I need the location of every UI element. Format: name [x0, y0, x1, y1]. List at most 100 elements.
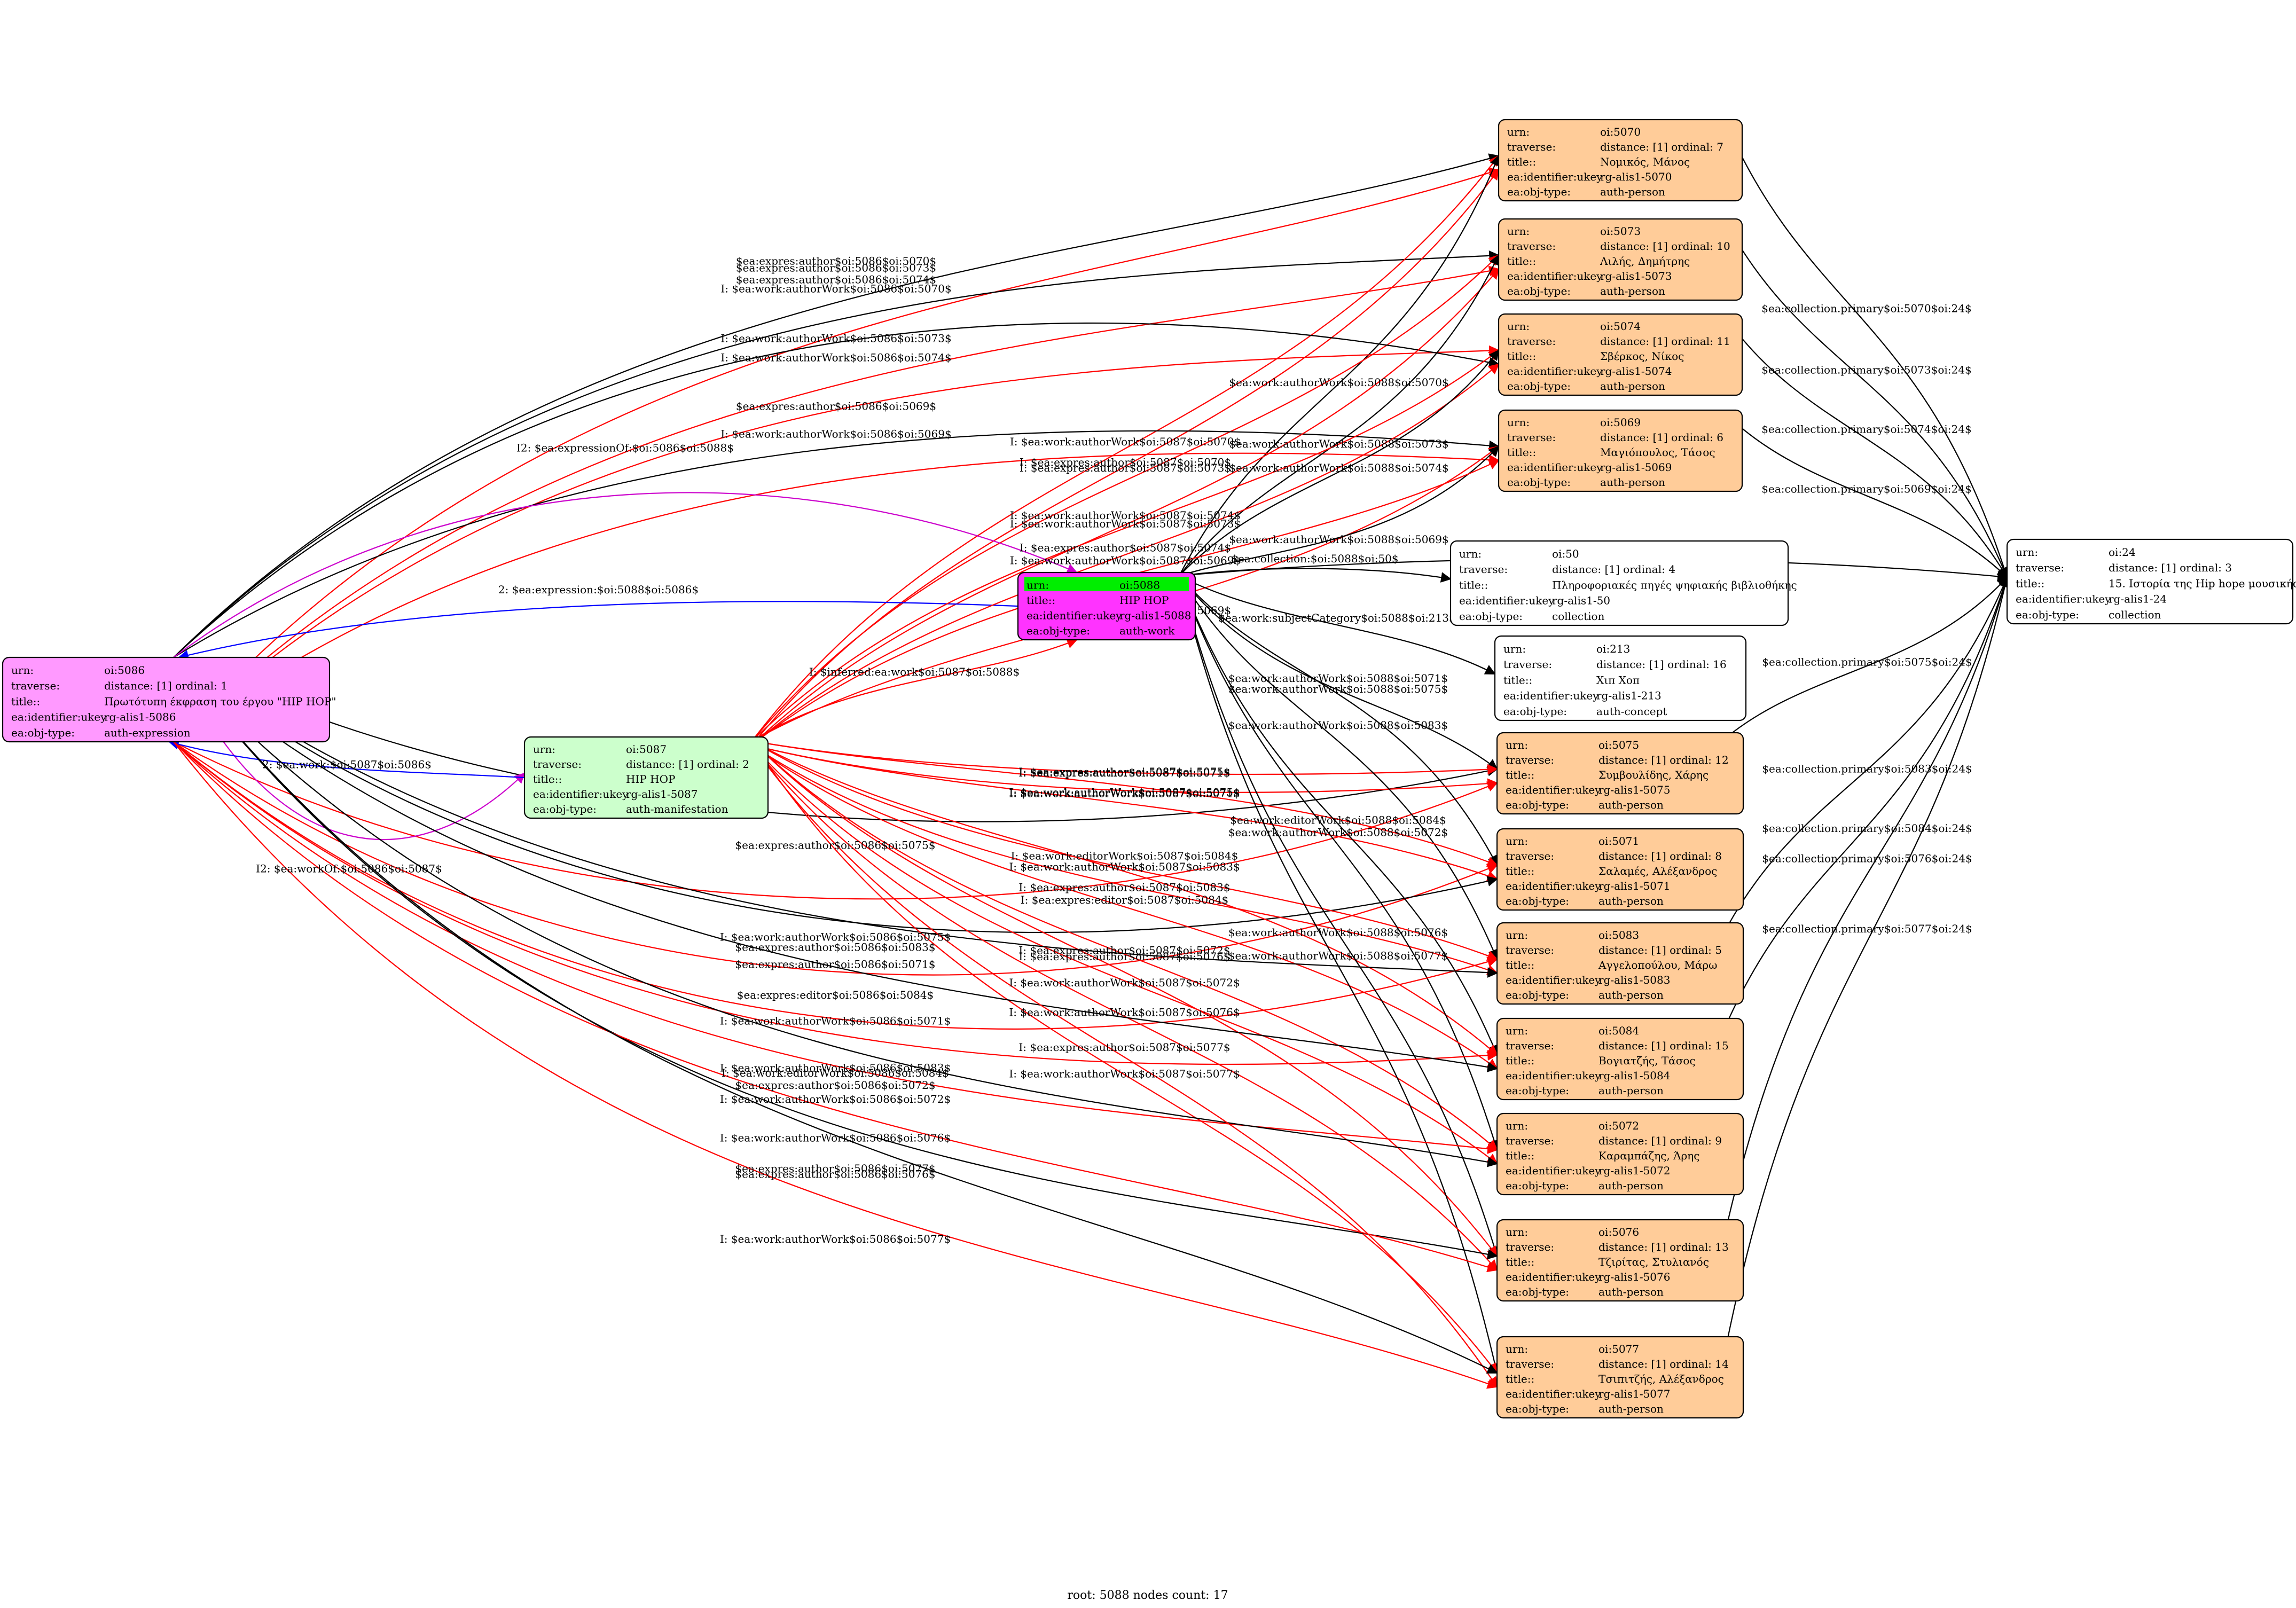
- edge-n5086-n5070: [173, 153, 1500, 658]
- edge-n5086-n5075: [173, 741, 1498, 900]
- edge-label: I: $ea:work:authorWork$oi:5087$oi:5077$: [1009, 1067, 1240, 1080]
- edge-n5088-n5083: [1179, 575, 1499, 960]
- edge-n5087-n5074: [751, 349, 1500, 742]
- node-field-value: oi:5074: [1600, 320, 1641, 333]
- edge-label: I: $ea:expres:editor$oi:5087$oi:5084$: [1021, 893, 1229, 906]
- node-field-key: urn:: [1507, 320, 1530, 333]
- node-field-key: ea:obj-type:: [533, 803, 597, 815]
- edge-n5087-n5073: [751, 254, 1500, 742]
- edge-label: I: $ea:expres:author$oi:5087$oi:5074$: [1020, 542, 1231, 554]
- edge-n5086-n5083: [173, 657, 1498, 978]
- edge-n5087-n5076: [751, 744, 1498, 1271]
- edge-label: $ea:work:authorWork$oi:5088$oi:5077$: [1228, 950, 1448, 962]
- node-field-key: title::: [1506, 1372, 1534, 1385]
- edge-n5087-n5084: [751, 744, 1498, 1070]
- edge-n5088-n5069: [1179, 445, 1500, 577]
- node-field-value: Τζιρίτας, Στυλιανός: [1598, 1256, 1709, 1268]
- edge-label: $ea:work:authorWork$oi:5088$oi:5076$: [1228, 926, 1448, 939]
- edge-label: $ea:collection.primary$oi:5073$oi:24$: [1761, 363, 1971, 376]
- node-field-value: oi:5088: [1119, 579, 1160, 592]
- node-field-key: urn:: [11, 664, 34, 677]
- edge-n5086-n5070: [173, 167, 1500, 742]
- node-field-key: ea:identifier:ukey: [1506, 974, 1601, 986]
- node-field-value: auth-expression: [104, 726, 191, 739]
- node-field-value: distance: [1] ordinal: 13: [1598, 1241, 1729, 1253]
- edge-label: $ea:expres:author$oi:5086$oi:5083$: [735, 941, 935, 954]
- node-field-value: Σαλαμές, Αλέξανδρος: [1598, 865, 1717, 877]
- node-field-value: rg-alis1-5069: [1600, 461, 1672, 474]
- edge-label: $ea:work:subjectCategory$oi:5088$oi:213$: [1218, 611, 1455, 624]
- node-field-key: traverse:: [1507, 431, 1556, 444]
- node-field-value: oi:5075: [1598, 739, 1639, 751]
- node-field-key: urn:: [533, 743, 555, 756]
- edge-label: I: $ea:expres:author$oi:5087$oi:5072$: [1018, 944, 1230, 956]
- edge-n5086-n5074: [173, 322, 1500, 658]
- node-field-value: oi:5076: [1598, 1226, 1639, 1238]
- edge-n5087-n5073: [751, 268, 1500, 746]
- edge-label: I2: $ea:expressionOf:$oi:5086$oi:5088$: [516, 442, 734, 454]
- node-field-key: urn:: [1459, 547, 1482, 560]
- node-field-value: auth-person: [1598, 895, 1664, 907]
- edge-n5088-n5070: [1179, 155, 1500, 576]
- edge-label: I: $ea:work:authorWork$oi:5086$oi:5073$: [720, 332, 951, 345]
- node-box: [1496, 922, 1744, 1005]
- node-field-value: auth-person: [1598, 989, 1664, 1001]
- edge-n5088-n5077: [1178, 576, 1500, 1374]
- node-field-key: ea:identifier:ukey: [1507, 461, 1603, 474]
- edge-n5086-n5076: [173, 657, 1498, 1260]
- node-field-key: ea:identifier:ukey: [1506, 1387, 1601, 1400]
- edge-label: I: $ea:expres:author$oi:5087$oi:5083$: [1018, 881, 1230, 894]
- edge-n5088-n5086: [178, 601, 1018, 661]
- edge-n5087-n5083: [751, 744, 1498, 975]
- edge-label: 2: $ea:expression:$oi:5088$oi:5086$: [498, 583, 699, 596]
- node-field-key: ea:obj-type:: [1506, 798, 1569, 811]
- edge-label: $ea:work:authorWork$oi:5088$oi:5072$: [1228, 826, 1448, 839]
- node-field-key: ea:obj-type:: [1459, 610, 1523, 623]
- edge-n5086-n5074: [173, 345, 1500, 742]
- node-field-value: rg-alis1-5086: [104, 711, 176, 724]
- node-field-key: title::: [1507, 155, 1536, 168]
- node-field-key: traverse:: [1506, 1039, 1554, 1052]
- node-field-value: rg-alis1-5072: [1598, 1164, 1670, 1177]
- node-field-value: auth-concept: [1596, 705, 1667, 718]
- node-field-key: urn:: [1506, 835, 1528, 848]
- node-field-value: HIP HOP: [626, 773, 675, 786]
- edges-layer: [168, 123, 2010, 1389]
- node-field-value: distance: [1] ordinal: 15: [1598, 1039, 1729, 1052]
- node-field-key: urn:: [1507, 225, 1530, 238]
- node-field-value: oi:5071: [1598, 835, 1639, 848]
- edge-n5086-n5083: [173, 741, 1498, 1030]
- node-box: [1494, 635, 1747, 721]
- node-field-key: ea:identifier:ukey: [2016, 593, 2111, 606]
- node-field-key: title::: [2016, 577, 2044, 590]
- node-field-value: Πληροφοριακές πηγές ψηφιακής βιβλιοθήκης: [1552, 578, 1797, 591]
- node-field-key: traverse:: [1507, 140, 1556, 153]
- node-field-key: title::: [1506, 1256, 1534, 1268]
- node-field-value: distance: [1] ordinal: 8: [1598, 850, 1722, 862]
- node-field-key: urn:: [1506, 739, 1528, 751]
- node-field-key: ea:obj-type:: [1506, 989, 1569, 1001]
- node-field-value: collection: [1552, 610, 1605, 623]
- edge-label: I: $ea:work:authorWork$oi:5087$oi:5076$: [1009, 1006, 1240, 1019]
- node-field-key: ea:identifier:ukey: [1026, 609, 1122, 622]
- node-box: [1496, 1112, 1744, 1196]
- edge-n5088-n5073: [1179, 254, 1500, 576]
- node-box: [1496, 1336, 1744, 1419]
